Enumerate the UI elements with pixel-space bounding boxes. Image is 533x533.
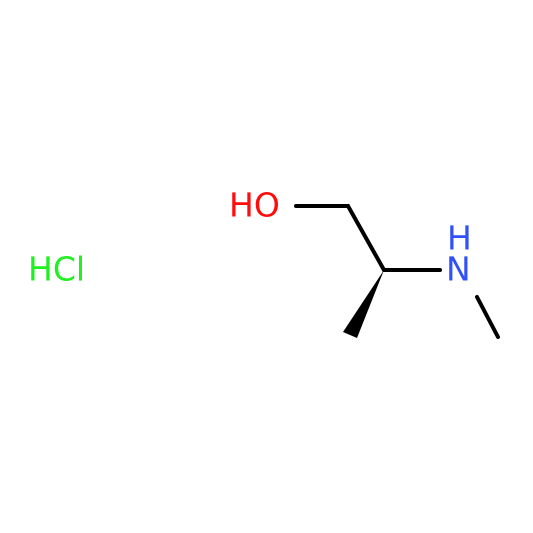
- bond-ch2-ch: [346, 204, 386, 272]
- wedge-bond-ch-ch3: [343, 270, 384, 338]
- amine-hydrogen-label: H: [447, 219, 472, 258]
- bond-n-methyl: [475, 295, 500, 339]
- hydroxyl-label: HO: [229, 186, 280, 225]
- hydrochloride-label: HCl: [28, 250, 85, 289]
- amine-nitrogen-label: N: [446, 250, 471, 289]
